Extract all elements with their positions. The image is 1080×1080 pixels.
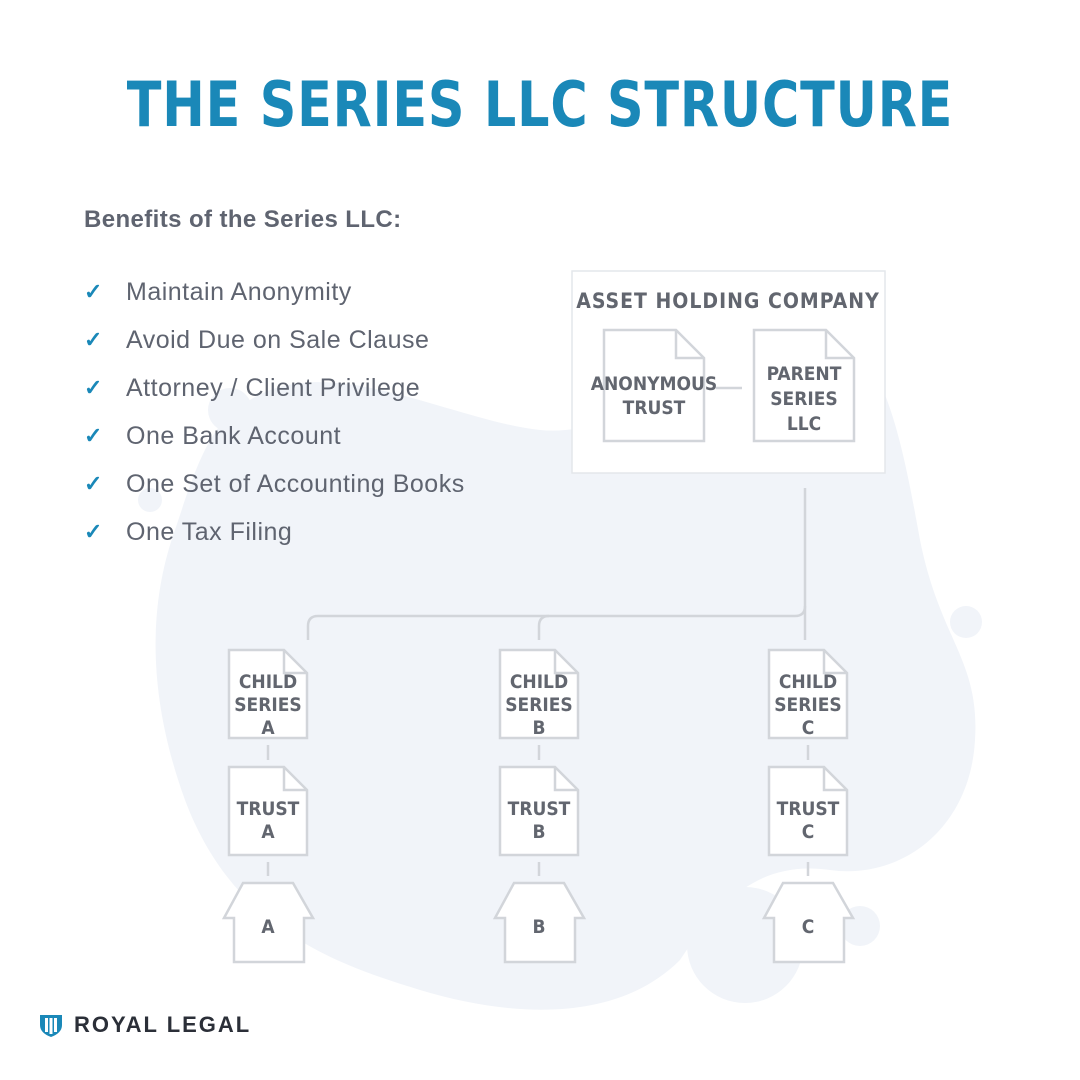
benefit-item: ✓ Attorney / Client Privilege <box>84 364 465 412</box>
branch-a: CHILD SERIES A TRUST A A <box>221 648 316 964</box>
checkmark-icon: ✓ <box>84 423 103 448</box>
parent-series-label-line-2: SERIES <box>770 388 838 410</box>
benefit-item: ✓ Avoid Due on Sale Clause <box>84 316 465 364</box>
benefit-item: ✓ One Bank Account <box>84 412 465 460</box>
child-series-c-line-3: C <box>802 717 815 739</box>
page-title: THE SERIES LLC STRUCTURE <box>126 68 954 141</box>
child-series-c-line-2: SERIES <box>774 694 842 716</box>
property-c-label: C <box>802 916 815 938</box>
blob-dot-2 <box>138 488 162 512</box>
benefit-text: One Bank Account <box>126 421 342 450</box>
parent-series-label-line-3: LLC <box>787 413 821 435</box>
brand: ROYAL LEGAL <box>38 1012 251 1038</box>
child-series-c-line-1: CHILD <box>779 671 837 693</box>
benefit-text: Avoid Due on Sale Clause <box>126 325 430 354</box>
benefit-item: ✓ One Set of Accounting Books <box>84 460 465 508</box>
branch-b: CHILD SERIES B TRUST B B <box>492 648 587 964</box>
property-b-house-icon <box>492 881 587 964</box>
blob-dot-1 <box>208 388 252 432</box>
checkmark-icon: ✓ <box>84 375 103 400</box>
tree-connector-b <box>537 614 550 640</box>
checkmark-icon: ✓ <box>84 519 103 544</box>
benefit-text: One Tax Filing <box>126 517 293 546</box>
checkmark-icon: ✓ <box>84 279 103 304</box>
trust-c-line-2: C <box>802 821 815 843</box>
child-series-b-line-3: B <box>532 717 545 739</box>
trust-a-line-2: A <box>261 821 275 843</box>
benefits-list: ✓ Maintain Anonymity ✓ Avoid Due on Sale C… <box>84 268 465 556</box>
trust-c-line-1: TRUST <box>777 798 840 820</box>
benefit-item: ✓ One Tax Filing <box>84 508 465 556</box>
property-a-label: A <box>261 916 275 938</box>
benefit-text: Maintain Anonymity <box>126 277 352 306</box>
trust-a-line-1: TRUST <box>237 798 300 820</box>
trust-b-line-1: TRUST <box>508 798 571 820</box>
benefits-heading: Benefits of the Series LLC: <box>84 206 402 233</box>
child-series-a-line-3: A <box>261 717 275 739</box>
checkmark-icon: ✓ <box>84 471 103 496</box>
child-series-b-line-1: CHILD <box>510 671 568 693</box>
benefit-text: One Set of Accounting Books <box>126 469 465 498</box>
checkmark-icon: ✓ <box>84 327 103 352</box>
child-series-a-line-1: CHILD <box>239 671 297 693</box>
child-series-b-line-2: SERIES <box>505 694 573 716</box>
benefit-item: ✓ Maintain Anonymity <box>84 268 465 316</box>
property-c-house-icon <box>761 881 856 964</box>
tree-connector <box>306 488 807 640</box>
branch-c: CHILD SERIES C TRUST C C <box>761 648 856 964</box>
asset-holding-company-label: ASSET HOLDING COMPANY <box>576 289 880 313</box>
property-b-label: B <box>532 916 545 938</box>
trust-b-line-2: B <box>532 821 545 843</box>
benefit-text: Attorney / Client Privilege <box>126 373 421 402</box>
child-series-a-line-2: SERIES <box>234 694 302 716</box>
brand-name: ROYAL LEGAL <box>74 1012 252 1037</box>
royal-legal-logo-icon <box>40 1015 62 1037</box>
parent-series-label-line-1: PARENT <box>767 363 842 385</box>
anonymous-trust-label-line-2: TRUST <box>623 397 686 419</box>
property-a-house-icon <box>221 881 316 964</box>
anonymous-trust-label-line-1: ANONYMOUS <box>591 373 717 395</box>
blob-dot-3 <box>950 606 982 638</box>
